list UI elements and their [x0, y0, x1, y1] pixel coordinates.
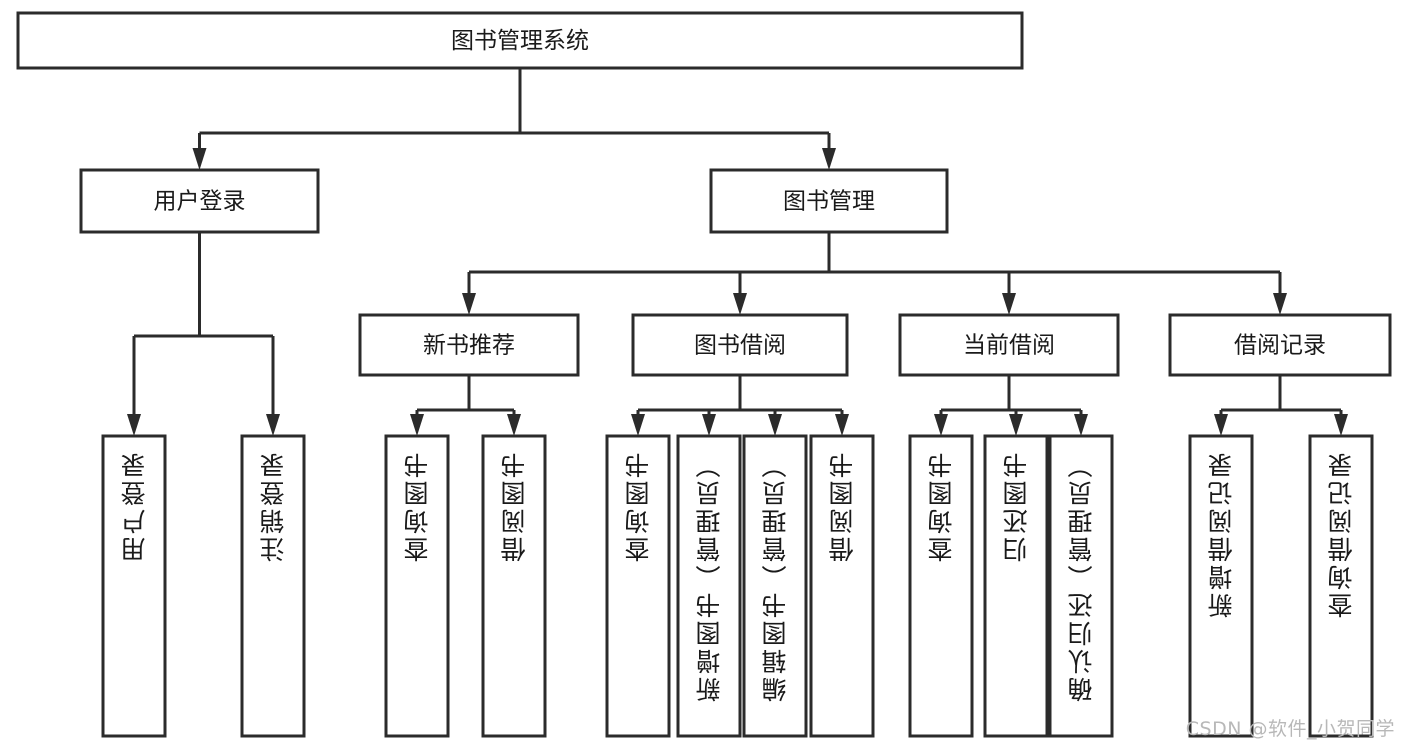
root-node-book-management-system-label: 图书管理系统	[451, 28, 589, 54]
leaf-node-leaf-confirm-return-rect[interactable]	[1048, 434, 1114, 738]
arrow-down-icon	[631, 414, 645, 436]
level3-node-book-borrow[interactable]: 图书借阅	[631, 313, 849, 377]
level2-node-book-manage-rect[interactable]	[709, 168, 949, 234]
level2-node-user-login[interactable]: 用户登录	[79, 168, 320, 234]
arrow-down-icon	[1214, 414, 1228, 436]
watermark-text: CSDN @软件_小贺同学	[1185, 718, 1395, 740]
level3-node-book-borrow-rect[interactable]	[631, 313, 849, 377]
leaf-node-leaf-user-logout[interactable]	[240, 434, 306, 738]
arrow-down-icon	[1009, 414, 1023, 436]
arrow-down-icon	[1334, 414, 1348, 436]
arrow-down-icon	[507, 414, 521, 436]
leaf-node-leaf-borrow-book-1-rect[interactable]	[481, 434, 547, 738]
level3-node-new-book-recommend[interactable]: 新书推荐	[358, 313, 580, 377]
level3-node-new-book-recommend-rect[interactable]	[358, 313, 580, 377]
level3-node-book-borrow-label: 图书借阅	[694, 333, 786, 359]
leaf-node-leaf-query-book-2[interactable]	[605, 434, 671, 738]
leaf-node-leaf-query-book-2-rect[interactable]	[605, 434, 671, 738]
arrow-down-icon	[192, 148, 207, 170]
level2-node-user-login-label: 用户登录	[154, 189, 246, 215]
arrow-down-icon	[1002, 293, 1016, 315]
leaf-node-leaf-add-book-rect[interactable]	[676, 434, 742, 738]
leaf-node-leaf-edit-book[interactable]	[742, 434, 808, 738]
leaf-node-leaf-edit-book-rect[interactable]	[742, 434, 808, 738]
arrow-down-icon	[462, 293, 476, 315]
leaf-node-leaf-add-record-rect[interactable]	[1188, 434, 1254, 738]
level3-node-current-borrow-rect[interactable]	[898, 313, 1120, 377]
arrow-down-icon	[733, 293, 747, 315]
leaf-node-leaf-query-book-3[interactable]	[908, 434, 974, 738]
leaf-node-leaf-query-record[interactable]	[1308, 434, 1374, 738]
leaf-node-leaf-query-record-rect[interactable]	[1308, 434, 1374, 738]
level2-node-book-manage-label: 图书管理	[783, 189, 875, 215]
leaf-node-leaf-query-book-1[interactable]	[384, 434, 450, 738]
leaf-node-leaf-confirm-return[interactable]	[1048, 434, 1114, 738]
leaf-node-leaf-borrow-book-1[interactable]	[481, 434, 547, 738]
arrow-down-icon	[1074, 414, 1088, 436]
arrow-down-icon	[1273, 293, 1287, 315]
arrow-down-icon	[934, 414, 948, 436]
level3-node-borrow-record[interactable]: 借阅记录	[1168, 313, 1392, 377]
leaf-node-leaf-user-login[interactable]	[101, 434, 167, 738]
leaf-node-leaf-return-book[interactable]	[983, 434, 1049, 738]
leaf-node-leaf-borrow-book-2-rect[interactable]	[809, 434, 875, 738]
leaf-node-leaf-return-book-rect[interactable]	[983, 434, 1049, 738]
level3-node-new-book-recommend-label: 新书推荐	[423, 333, 515, 359]
level2-node-book-manage[interactable]: 图书管理	[709, 168, 949, 234]
arrow-down-icon	[835, 414, 849, 436]
leaf-node-leaf-add-book[interactable]	[676, 434, 742, 738]
connectors-layer	[127, 68, 1348, 436]
root-node-book-management-system-rect[interactable]	[16, 11, 1024, 70]
leaf-node-leaf-user-login-rect[interactable]	[101, 434, 167, 738]
arrow-down-icon	[410, 414, 424, 436]
arrow-down-icon	[127, 414, 141, 436]
level3-node-borrow-record-rect[interactable]	[1168, 313, 1392, 377]
root-node-book-management-system[interactable]: 图书管理系统	[16, 11, 1024, 70]
level2-node-user-login-rect[interactable]	[79, 168, 320, 234]
level3-node-current-borrow[interactable]: 当前借阅	[898, 313, 1120, 377]
leaf-node-leaf-query-book-3-rect[interactable]	[908, 434, 974, 738]
arrow-down-icon	[702, 414, 716, 436]
leaf-node-leaf-query-book-1-rect[interactable]	[384, 434, 450, 738]
arrow-down-icon	[266, 414, 280, 436]
leaf-node-leaf-borrow-book-2[interactable]	[809, 434, 875, 738]
leaf-node-leaf-add-record[interactable]	[1188, 434, 1254, 738]
level3-node-current-borrow-label: 当前借阅	[963, 333, 1055, 359]
arrow-down-icon	[768, 414, 782, 436]
arrow-down-icon	[822, 148, 836, 170]
leaf-node-leaf-user-logout-rect[interactable]	[240, 434, 306, 738]
level3-node-borrow-record-label: 借阅记录	[1234, 333, 1326, 359]
